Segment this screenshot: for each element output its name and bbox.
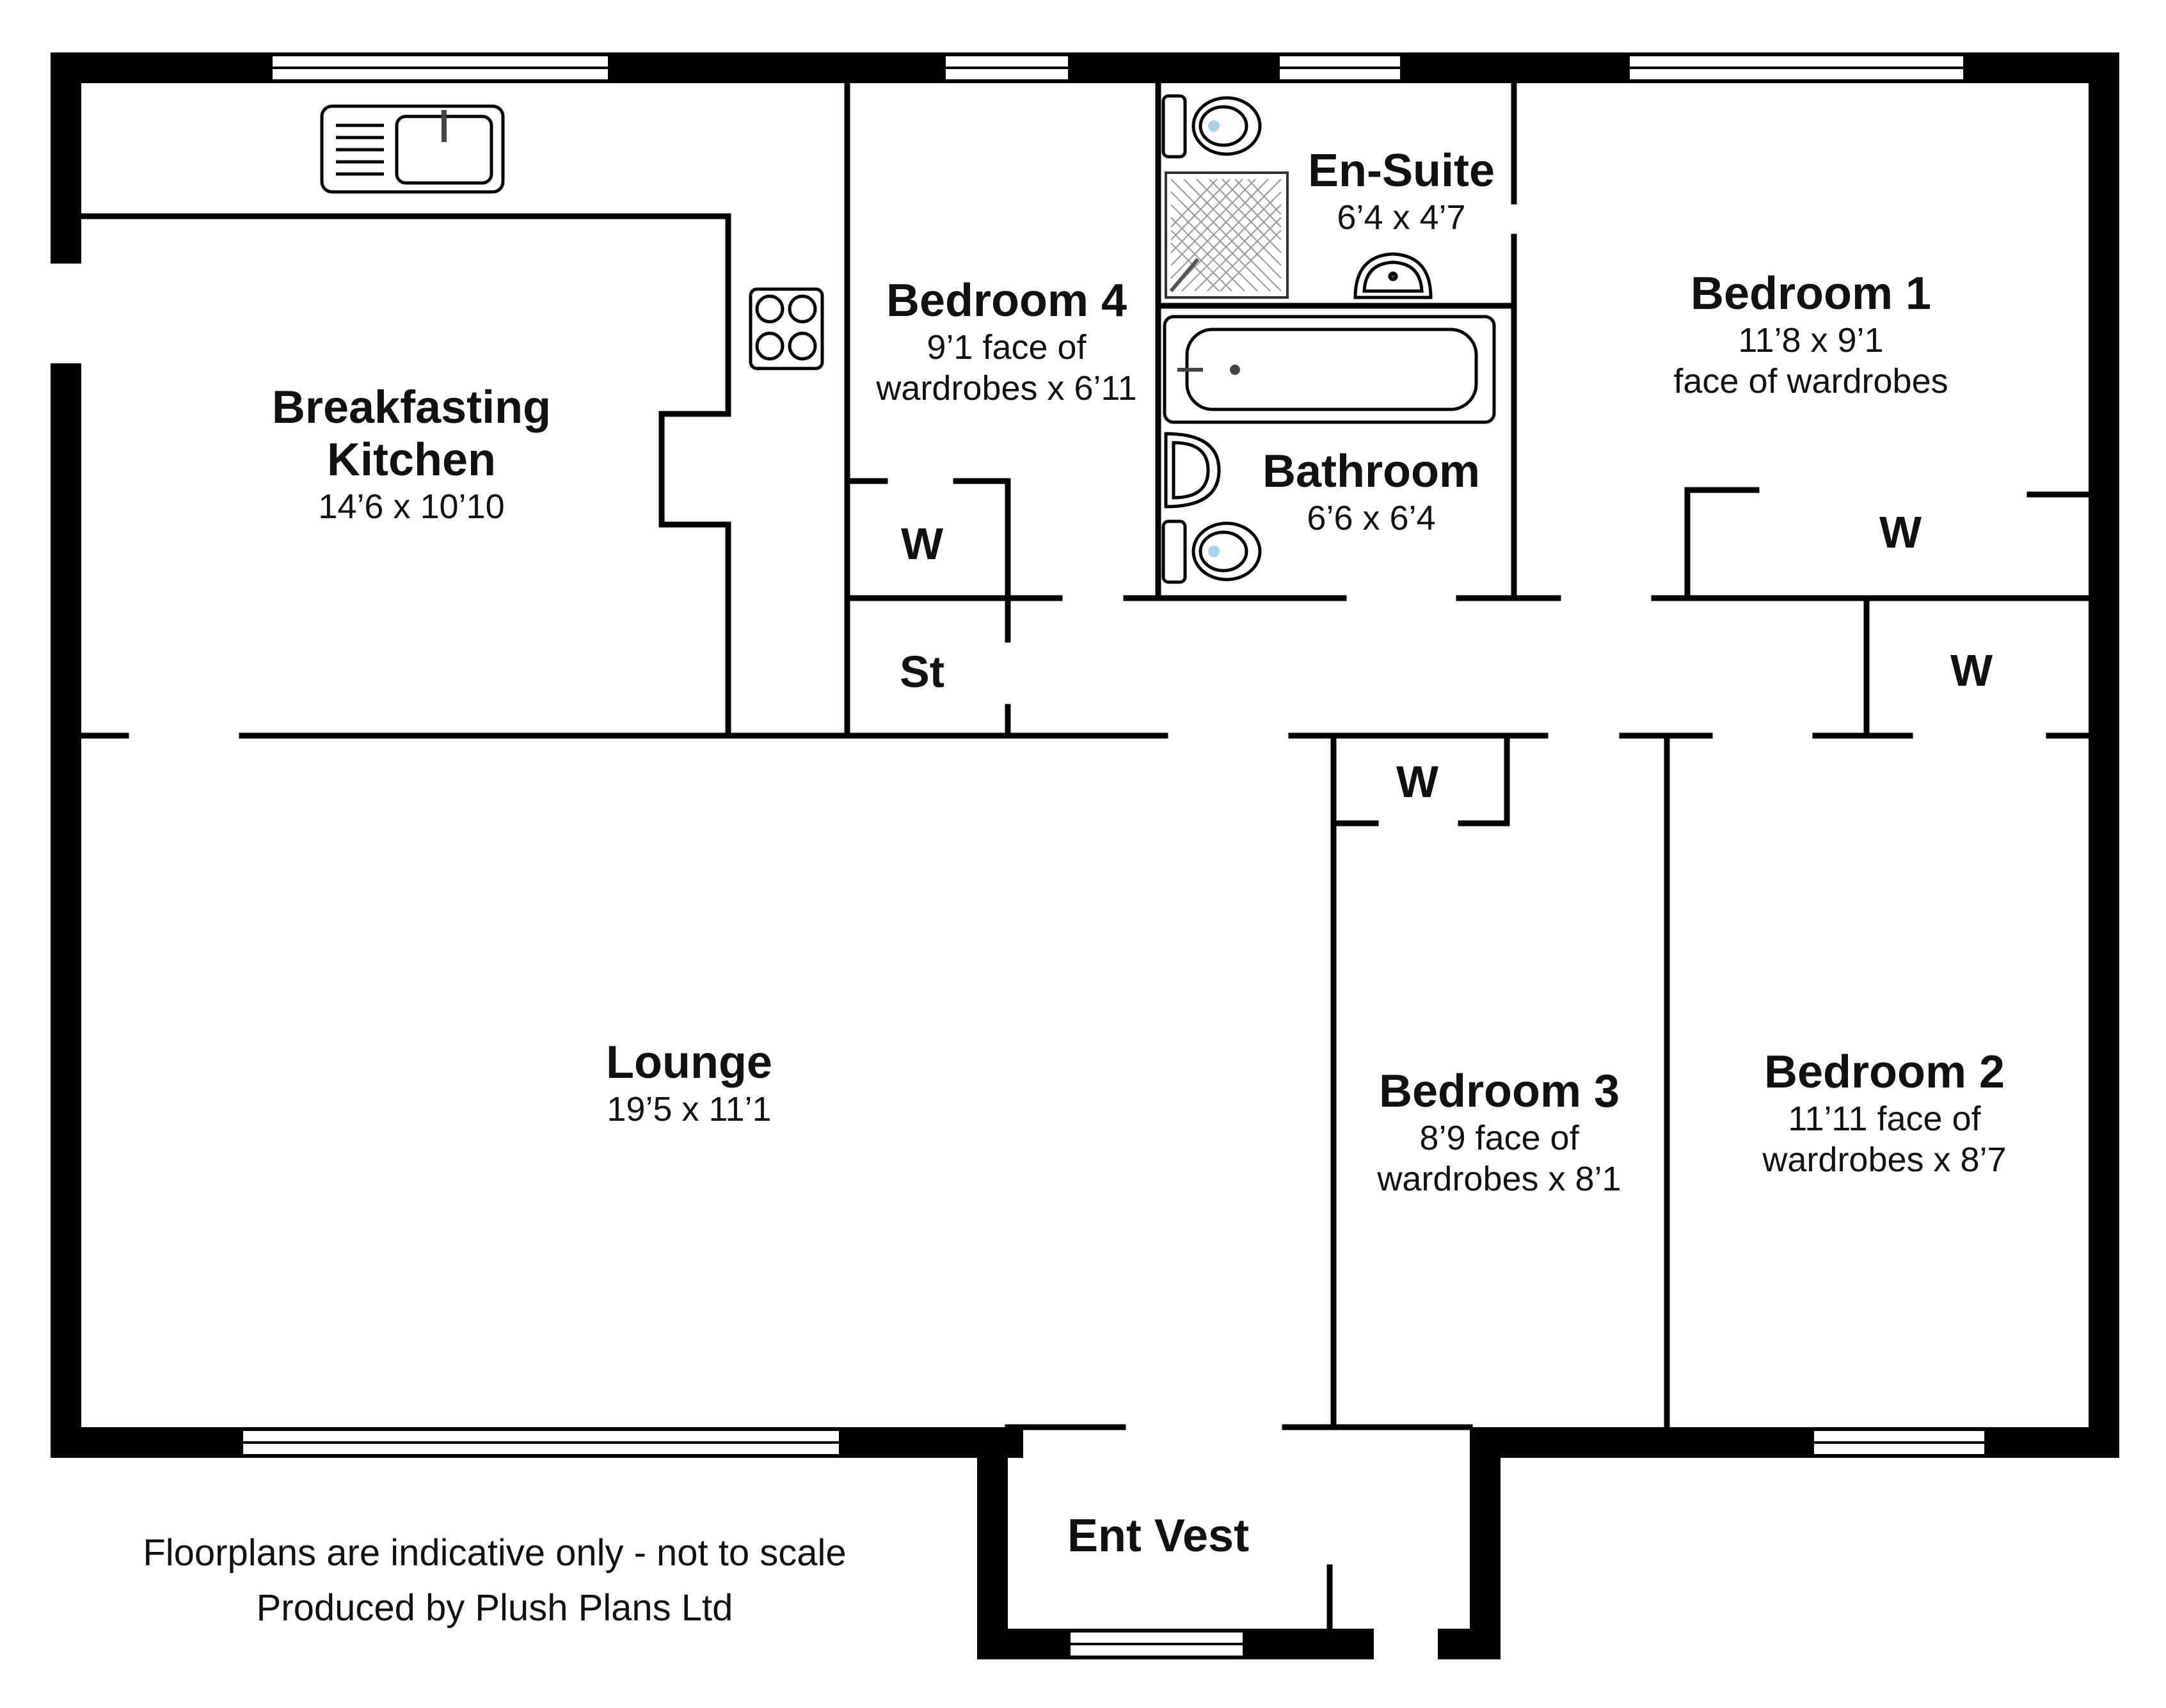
room-bedroom1-name: Bedroom 1 [1690, 268, 1932, 319]
room-bedroom1-dims-1: 11’8 x 9’1 [1738, 321, 1884, 360]
disclaimer-text: Floorplans are indicative only - not to … [143, 1532, 847, 1574]
room-bedroom4: Bedroom 4 9’1 face of wardrobes x 6’11 [876, 274, 1136, 409]
hob-icon [749, 287, 824, 370]
room-bedroom3-dims-1: 8’9 face of [1419, 1119, 1579, 1157]
room-bedroom2-name: Bedroom 2 [1764, 1047, 2005, 1098]
ensuite-basin-icon [1353, 252, 1433, 299]
room-ensuite: En-Suite 6’4 x 4’7 [1308, 145, 1495, 238]
room-bedroom1-dims-2: face of wardrobes [1673, 362, 1948, 400]
room-bedroom4-dims-1: 9’1 face of [927, 328, 1087, 367]
store-cupboard: St [900, 647, 944, 697]
room-bedroom3-dims-2: wardrobes x 8’1 [1377, 1160, 1621, 1198]
footer-note: Floorplans are indicative only - not to … [143, 1526, 846, 1636]
room-bathroom-name: Bathroom [1262, 446, 1480, 497]
room-bedroom3-name: Bedroom 3 [1378, 1066, 1620, 1117]
wardrobe-bedroom2: W [1950, 645, 1993, 695]
wardrobe-bedroom1: W [1879, 507, 1922, 557]
room-kitchen-name-1: Breakfasting [271, 382, 552, 433]
ensuite-toilet-icon [1161, 94, 1262, 159]
wall-vest-left [977, 1427, 1008, 1659]
wall-vest-right [1470, 1427, 1501, 1659]
room-ensuite-name: En-Suite [1307, 145, 1495, 196]
room-bedroom2-dims-2: wardrobes x 8’7 [1762, 1141, 2007, 1179]
room-bedroom3: Bedroom 3 8’9 face of wardrobes x 8’1 [1377, 1065, 1621, 1199]
room-lounge-name: Lounge [606, 1037, 772, 1088]
room-bedroom1: Bedroom 1 11’8 x 9’1 face of wardrobes [1673, 267, 1948, 402]
wall-left-lower [51, 363, 81, 1458]
room-bathroom-dims: 6’6 x 6’4 [1307, 499, 1436, 537]
room-lounge: Lounge 19’5 x 11’1 [606, 1036, 772, 1130]
wall-vest-bottom-right [1438, 1629, 1501, 1659]
bathtub-icon [1163, 315, 1496, 424]
room-kitchen-name-2: Kitchen [326, 434, 497, 486]
internal-walls [78, 80, 2092, 1632]
bathroom-basin-icon [1164, 432, 1221, 509]
room-bedroom2: Bedroom 2 11’11 face of wardrobes x 8’7 [1762, 1046, 2006, 1180]
bathroom-toilet-icon [1161, 519, 1262, 584]
room-vestibule-name: Ent Vest [1067, 1510, 1250, 1562]
room-kitchen: Breakfasting Kitchen 14’6 x 10’10 [272, 381, 551, 527]
room-lounge-dims: 19’5 x 11’1 [607, 1090, 772, 1128]
kitchen-worktop [78, 213, 731, 739]
room-ensuite-dims: 6’4 x 4’7 [1337, 198, 1466, 237]
wall-right [2089, 52, 2119, 1458]
room-kitchen-dims: 14’6 x 10’10 [318, 487, 505, 526]
credit-text: Produced by Plush Plans Ltd [256, 1587, 733, 1629]
wardrobe-bedroom4: W [900, 519, 944, 569]
room-bedroom4-dims-2: wardrobes x 6’11 [876, 369, 1137, 407]
windows [241, 54, 1987, 1658]
wall-bottom-right [1470, 1427, 2119, 1458]
room-vestibule: Ent Vest [1067, 1510, 1249, 1562]
room-bathroom: Bathroom 6’6 x 6’4 [1262, 445, 1480, 539]
shower-tray-icon [1165, 171, 1289, 299]
wardrobe-bedroom3: W [1396, 757, 1439, 807]
kitchen-sink-icon [320, 104, 505, 194]
room-bedroom2-dims-1: 11’11 face of [1788, 1100, 1981, 1138]
room-bedroom4-name: Bedroom 4 [886, 275, 1127, 326]
wall-left-upper [51, 52, 81, 264]
